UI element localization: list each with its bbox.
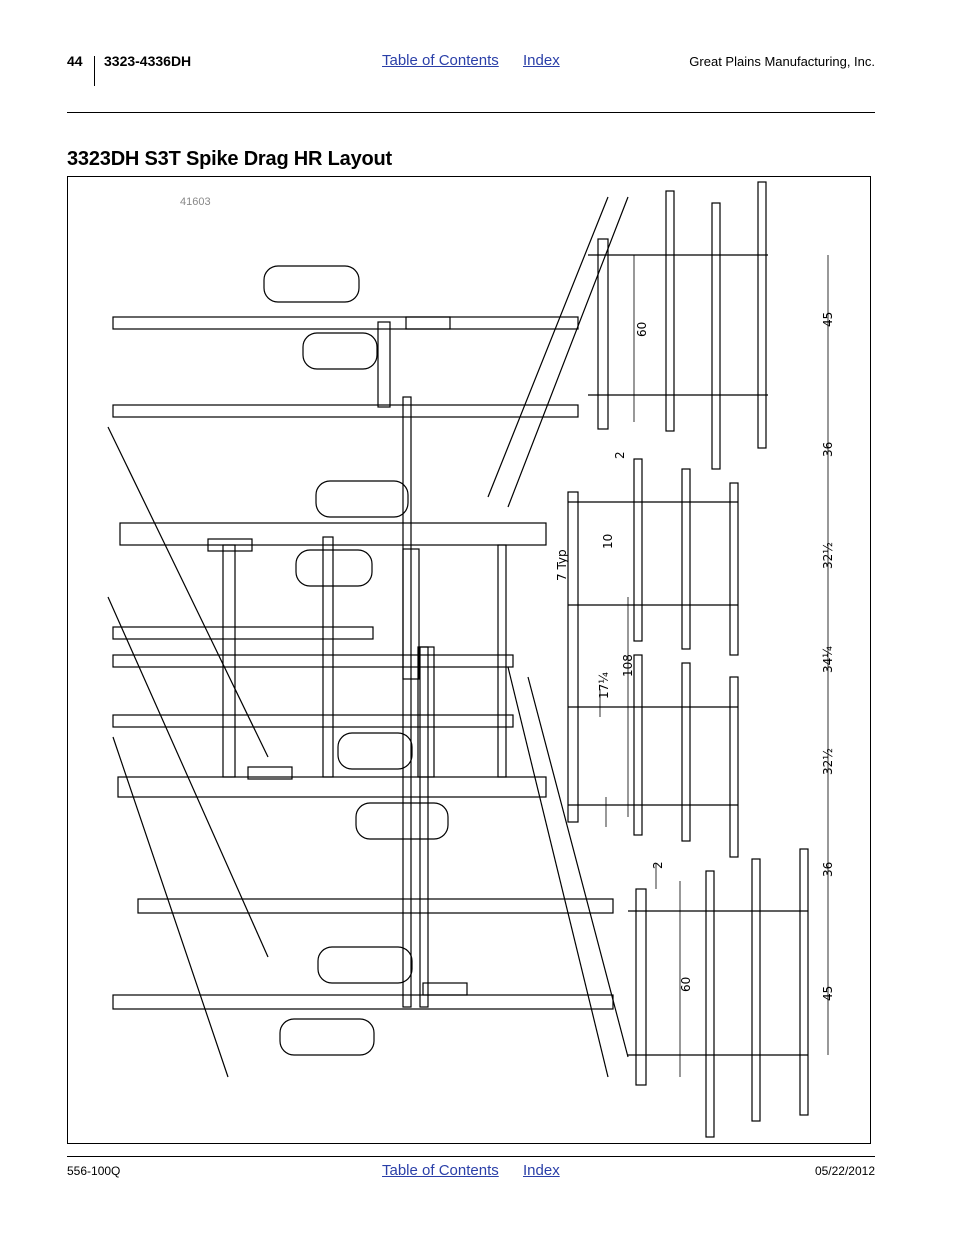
- document-code: 556-100Q: [67, 1164, 121, 1178]
- dim-36-top: 36: [821, 442, 835, 457]
- dim-45-top: 45: [821, 312, 835, 327]
- dim-60-bot: 60: [679, 977, 693, 992]
- dim-10: 10: [601, 534, 615, 549]
- figure-id: 41603: [180, 196, 211, 208]
- dim-17: 17¼: [597, 672, 611, 699]
- layout-figure: 41603: [67, 176, 871, 1144]
- dim-36-bot: 36: [821, 862, 835, 877]
- dim-32-a: 32½: [821, 542, 835, 569]
- page-title: 3323DH S3T Spike Drag HR Layout: [67, 148, 393, 170]
- implement-drawing: 45 36 60 2 10 7 Typ 32½ 34¼ 108 17¼ 32½ …: [107, 181, 835, 1138]
- dim-32-b: 32½: [821, 748, 835, 775]
- header-rule: [67, 112, 875, 113]
- dim-2-top: 2: [613, 451, 627, 459]
- company-name: Great Plains Manufacturing, Inc.: [689, 54, 875, 69]
- header-toc-link[interactable]: Table of Contents: [382, 52, 499, 69]
- dim-108: 108: [621, 654, 635, 677]
- dim-60-top: 60: [635, 322, 649, 337]
- header-index-link[interactable]: Index: [523, 52, 560, 69]
- dim-34: 34¼: [821, 646, 835, 673]
- document-date: 05/22/2012: [814, 1164, 875, 1178]
- footer-toc-link[interactable]: Table of Contents: [382, 1162, 499, 1179]
- header-separator: [94, 56, 95, 86]
- model-number: 3323-4336DH: [104, 53, 192, 69]
- dim-45-bot: 45: [821, 986, 835, 1001]
- footer-index-link[interactable]: Index: [523, 1162, 560, 1179]
- dim-7-typ: 7 Typ: [555, 549, 569, 581]
- dim-2-bot: 2: [651, 861, 665, 869]
- footer-rule: [67, 1156, 875, 1157]
- page-number: 44: [67, 53, 83, 69]
